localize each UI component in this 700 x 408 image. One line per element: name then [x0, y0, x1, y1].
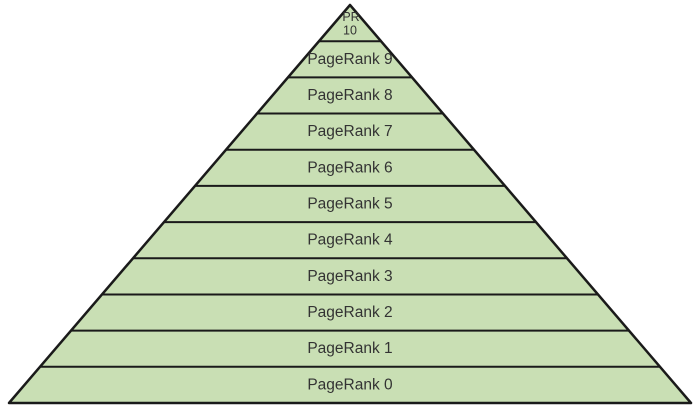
level-label-pagerank-6: PageRank 6	[307, 159, 392, 176]
level-label-pagerank-2: PageRank 2	[307, 304, 392, 321]
level-label-pagerank-8: PageRank 8	[307, 87, 392, 104]
level-label-pagerank-5: PageRank 5	[307, 196, 392, 213]
level-label-pagerank-9: PageRank 9	[307, 51, 392, 68]
level-label-pagerank-7: PageRank 7	[307, 123, 392, 140]
level-label-pagerank-3: PageRank 3	[307, 268, 392, 285]
apex-label-line1: PR	[342, 10, 359, 24]
level-label-pagerank-1: PageRank 1	[307, 340, 392, 357]
level-label-pagerank-0: PageRank 0	[307, 376, 393, 393]
apex-label-line2: 10	[343, 24, 357, 38]
pyramid-outline	[7, 3, 693, 405]
level-label-pagerank-4: PageRank 4	[307, 232, 393, 249]
